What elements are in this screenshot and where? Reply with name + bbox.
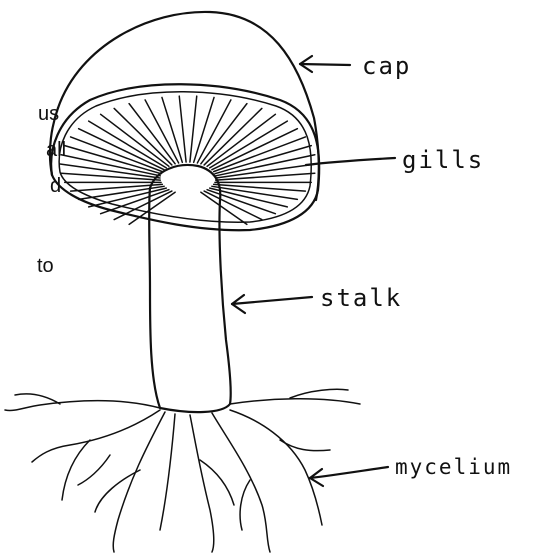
mycelium-arrow (310, 467, 388, 486)
gill-line (190, 96, 197, 162)
cap-label: cap (362, 52, 411, 80)
gill-line (179, 96, 186, 162)
gill-line (60, 164, 160, 178)
gills-label: gills (402, 146, 484, 174)
gill-line (212, 129, 297, 170)
gills-group (60, 96, 316, 224)
gill-line (194, 97, 214, 162)
gill-line (210, 121, 288, 168)
gill-line (89, 121, 167, 168)
mycelium-roots (5, 389, 360, 552)
gill-line (71, 184, 163, 191)
gill-line (216, 164, 316, 178)
gill-line (162, 97, 182, 162)
stalk-arrow (232, 295, 312, 313)
cap-arrow (300, 56, 350, 72)
gill-line (79, 186, 164, 199)
stalk-label: stalk (320, 284, 402, 312)
mycelium-label: mycelium (395, 455, 512, 479)
gill-line (61, 173, 160, 180)
gill-line (214, 184, 306, 191)
gill-line (212, 186, 297, 199)
gill-line (79, 129, 164, 170)
gill-line (216, 173, 315, 180)
